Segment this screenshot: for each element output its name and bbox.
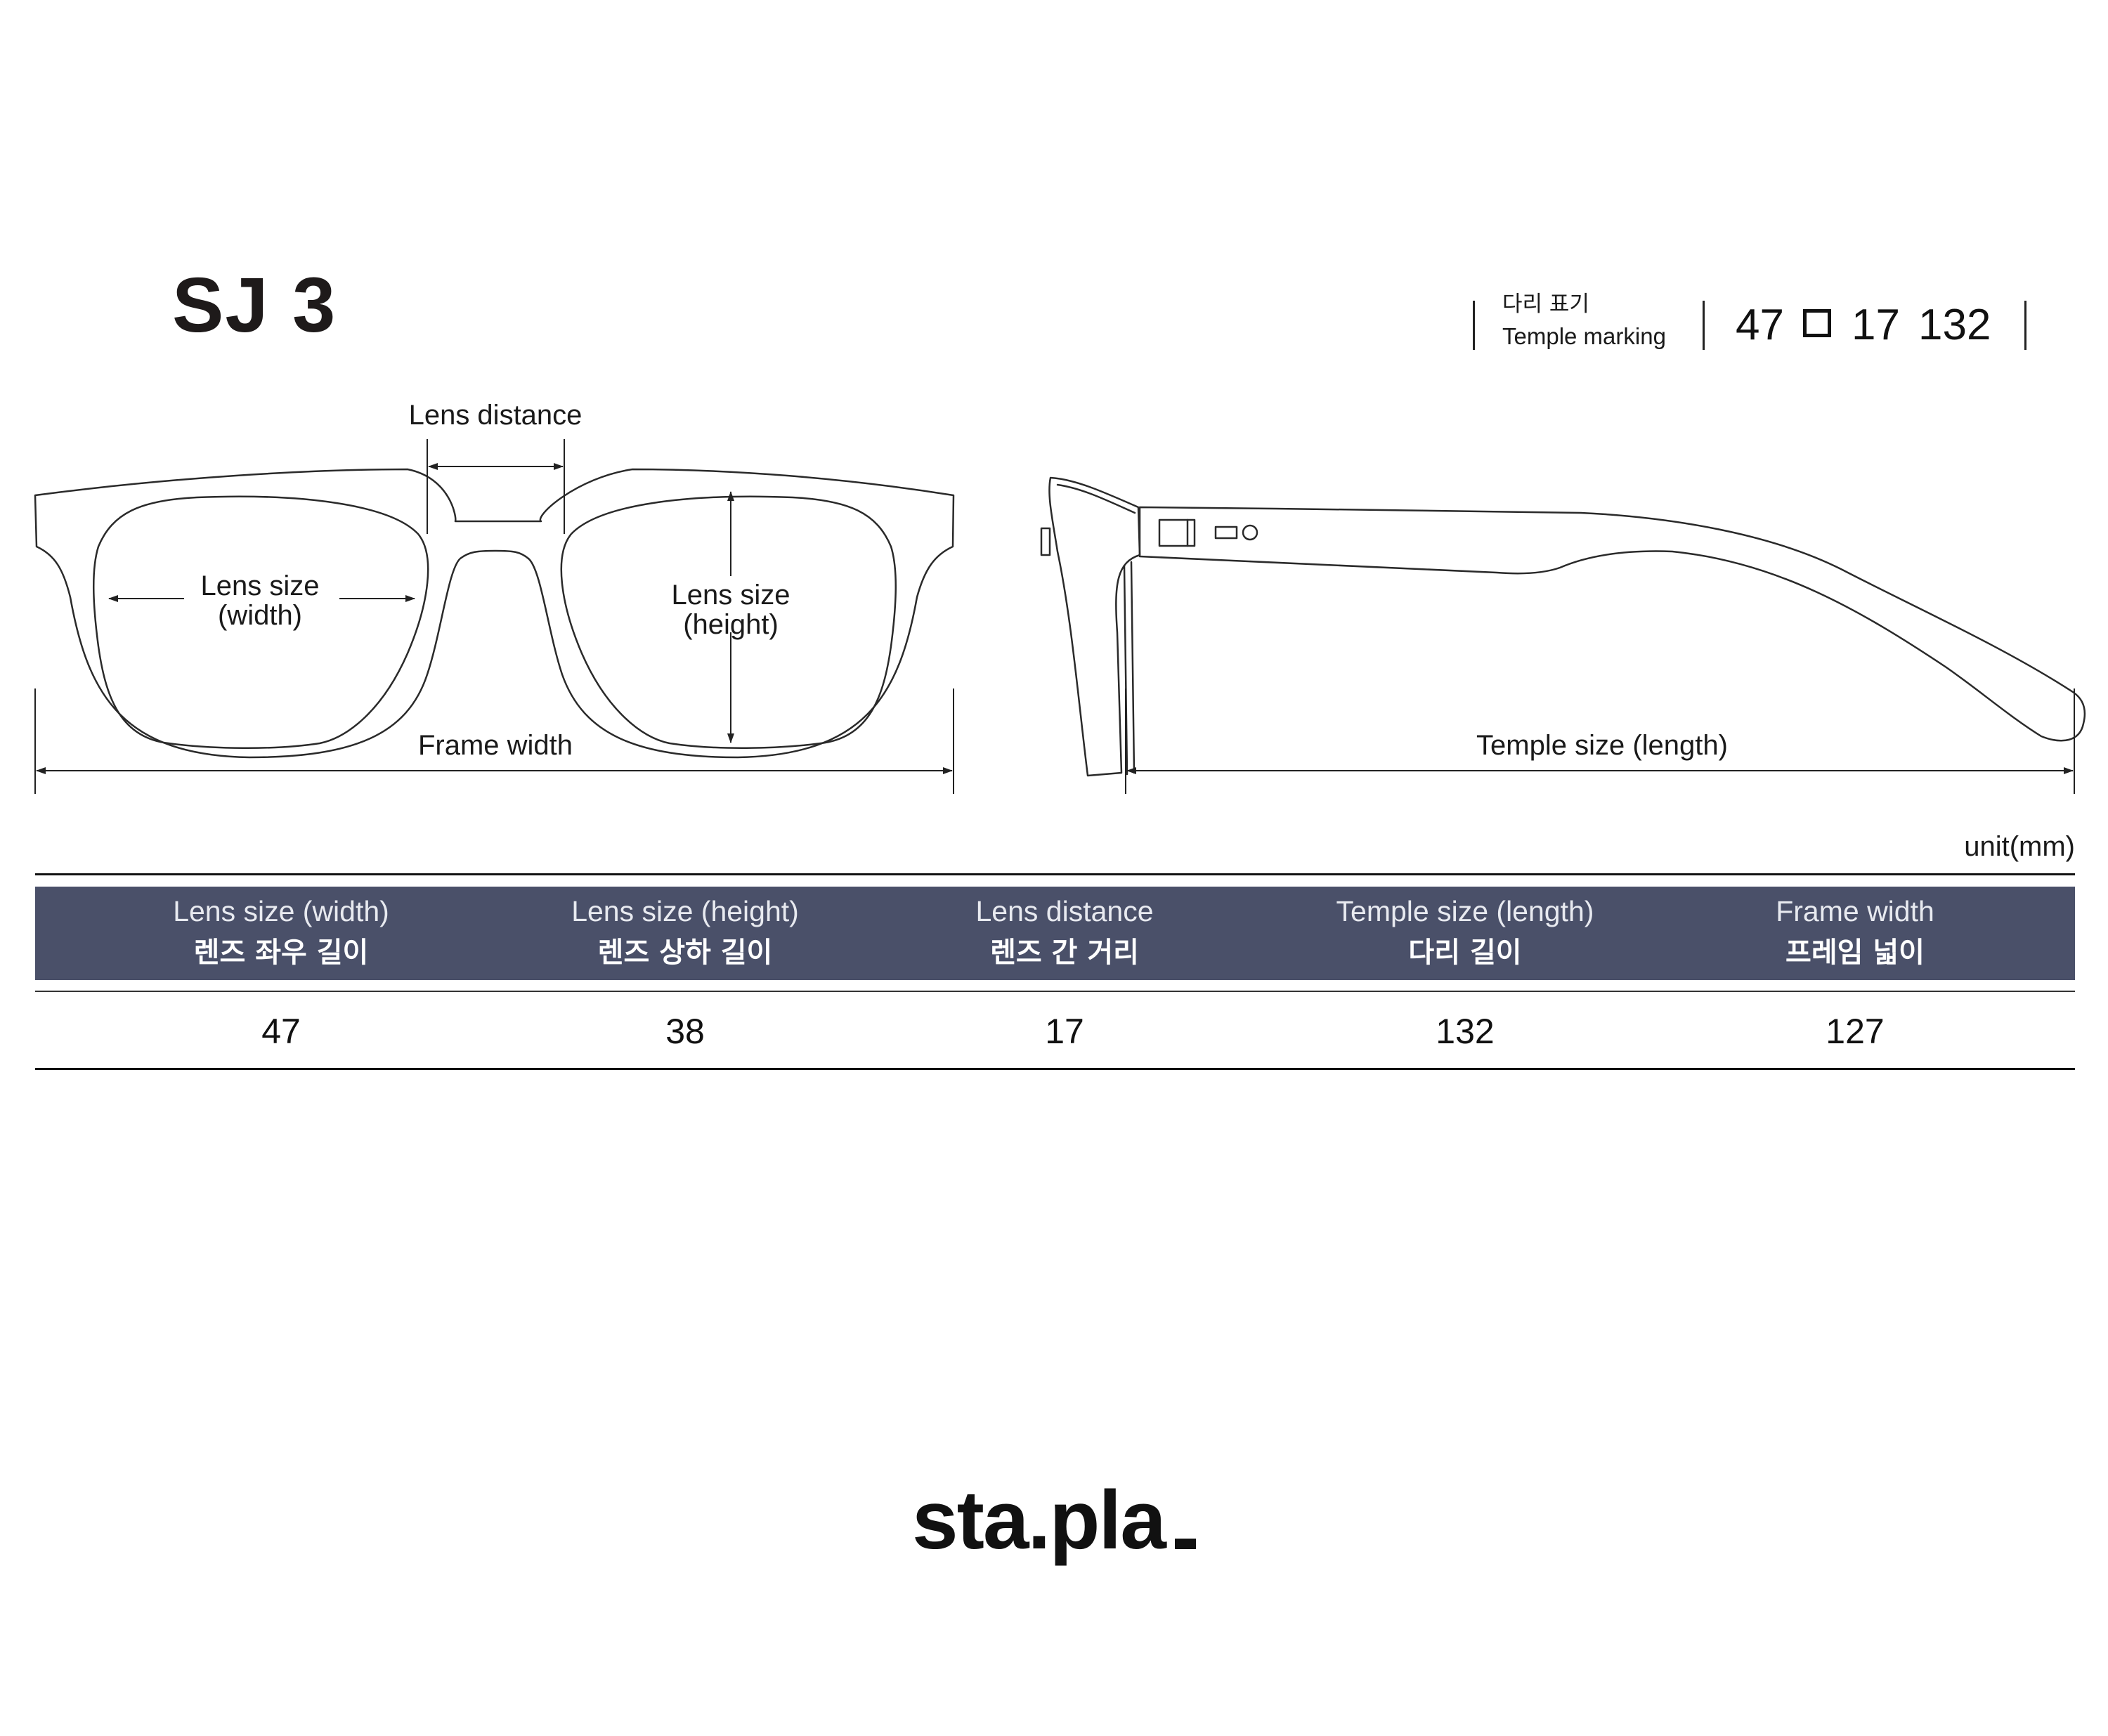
temple-arm [1138,506,2086,742]
table-header-lens-height: Lens size (height) 렌즈 상하 길이 [509,887,861,980]
temple-marking-label-ko: 다리 표기 [1502,292,1589,317]
header-en: Lens distance [975,895,1154,927]
table-cell-lens-distance: 17 [1045,1012,1084,1051]
left-lens [92,495,429,750]
label-lens-height-line1: Lens size [671,580,790,611]
header-ko: 렌즈 간 거리 [990,936,1139,969]
frame-outline-side [1048,476,1141,777]
header-en: Lens size (width) [173,895,389,927]
label-lens-width-line1: Lens size [200,570,320,601]
brand-logo: sta.pla [912,1474,1166,1567]
header-ko: 다리 길이 [1408,936,1522,969]
frame-outline-front [34,468,955,759]
marking-bridge-size: 17 [1852,301,1900,349]
right-lens [560,495,897,750]
divider [1473,301,1475,350]
label-lens-width-line2: (width) [217,600,303,631]
marking-lens-size: 47 [1736,301,1784,349]
label-lens-width: Lens size (width) [176,571,344,630]
header-ko: 렌즈 상하 길이 [597,936,773,969]
label-lens-distance: Lens distance [408,400,583,431]
header-ko: 프레임 넓이 [1785,936,1925,969]
unit-label: unit(mm) [1964,831,2075,862]
table-header-lens-distance: Lens distance 렌즈 간 거리 [889,887,1240,980]
table-cell-temple-size: 132 [1436,1012,1495,1051]
table-cell-lens-width: 47 [261,1012,301,1051]
header-en: Lens size (height) [571,895,799,927]
divider [1703,301,1705,350]
bridge-box-symbol [1803,309,1831,337]
label-lens-height-line2: (height) [683,609,779,640]
label-frame-width: Frame width [417,730,573,761]
table-header-bar [35,887,2075,980]
table-cell-lens-height: 38 [665,1012,705,1051]
table-header-lens-width: Lens size (width) 렌즈 좌우 길이 [105,887,457,980]
divider [2024,301,2026,350]
table-header-temple-size: Temple size (length) 다리 길이 [1289,887,1641,980]
label-lens-height: Lens size (height) [646,580,815,639]
table-cell-frame-width: 127 [1826,1012,1885,1051]
table-header-frame-width: Frame width 프레임 넓이 [1679,887,2031,980]
header-en: Temple size (length) [1336,895,1594,927]
temple-marking-label-en: Temple marking [1502,323,1666,349]
label-temple-size: Temple size (length) [1476,730,1728,761]
table-rule-top [35,873,2075,875]
brand-logo-underscore [1175,1539,1196,1549]
marking-temple-size: 132 [1918,301,1991,349]
model-title: SJ 3 [172,262,337,348]
table-rule-mid [35,991,2075,992]
header-ko: 렌즈 좌우 길이 [193,936,369,969]
header-en: Frame width [1776,895,1934,927]
table-rule-bottom [35,1068,2075,1070]
